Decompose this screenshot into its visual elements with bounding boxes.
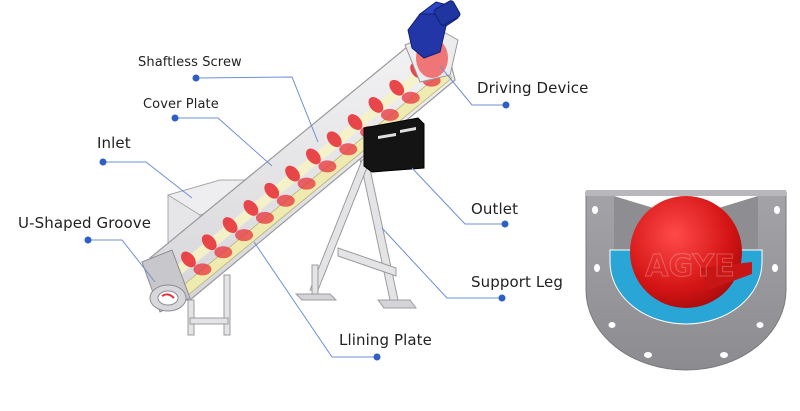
dot-u-shaped-groove: [84, 236, 92, 244]
screw-flight: [347, 114, 363, 130]
screw-flight-lower: [235, 229, 254, 242]
dot-cover-plate: [171, 114, 179, 122]
screw-flight: [389, 79, 405, 96]
screw-flight-lower: [318, 160, 337, 173]
screw-flight: [181, 251, 196, 268]
leader-shaftless-screw: [195, 76, 319, 143]
label-lining-plate: Llining Plate: [339, 331, 432, 349]
screw-flight-lower: [401, 91, 420, 104]
watermark: AGYE: [645, 249, 734, 284]
screw-flight: [326, 131, 342, 148]
end-flange: [141, 249, 191, 313]
dot-outlet: [501, 220, 509, 228]
label-u-shaped-groove: U-Shaped Groove: [18, 214, 152, 232]
screw-flight: [285, 165, 300, 182]
dot-lining-plate: [373, 353, 381, 361]
support-leg-frame: [187, 149, 417, 336]
label-dots: [84, 74, 510, 361]
screw-flight: [264, 182, 280, 199]
dot-inlet: [99, 158, 107, 166]
label-cover-plate: Cover Plate: [143, 97, 219, 112]
screw-flight: [306, 148, 321, 165]
screw-flight-lower: [214, 246, 233, 259]
screw-flight-lower: [380, 108, 399, 121]
leader-lining-plate: [253, 241, 377, 358]
screw-flight-lower: [339, 143, 358, 156]
conveyor-illustration: [141, 0, 461, 336]
leader-u-shaped-groove: [88, 239, 156, 283]
dot-shaftless-screw: [192, 74, 200, 82]
label-support-leg: Support Leg: [471, 273, 564, 291]
screw-flight: [243, 200, 259, 216]
driving-device-motor: [407, 0, 461, 59]
leader-inlet: [103, 161, 193, 199]
leader-driving-device: [439, 65, 506, 106]
screw-flight-lower: [193, 263, 212, 276]
leader-lines: [88, 65, 506, 358]
leader-outlet: [411, 167, 505, 225]
dot-driving-device: [502, 101, 510, 109]
screw-flight: [201, 234, 217, 251]
leader-cover-plate: [175, 117, 273, 167]
screw-flight: [222, 217, 238, 233]
label-shaftless-screw: Shaftless Screw: [138, 55, 242, 70]
outlet-box: [363, 117, 425, 173]
label-inlet: Inlet: [97, 134, 131, 152]
bolt-holes: [592, 206, 780, 358]
screw-flight-lower: [276, 194, 295, 207]
screw-flight-lower: [297, 177, 316, 190]
label-outlet: Outlet: [471, 200, 519, 218]
screw-flight: [368, 97, 384, 113]
dot-support-leg: [498, 294, 506, 302]
screw-flight-lower: [255, 211, 274, 224]
cross-section-illustration: AGYE: [585, 190, 787, 371]
leader-support-leg: [381, 227, 502, 299]
label-driving-device: Driving Device: [477, 79, 589, 97]
